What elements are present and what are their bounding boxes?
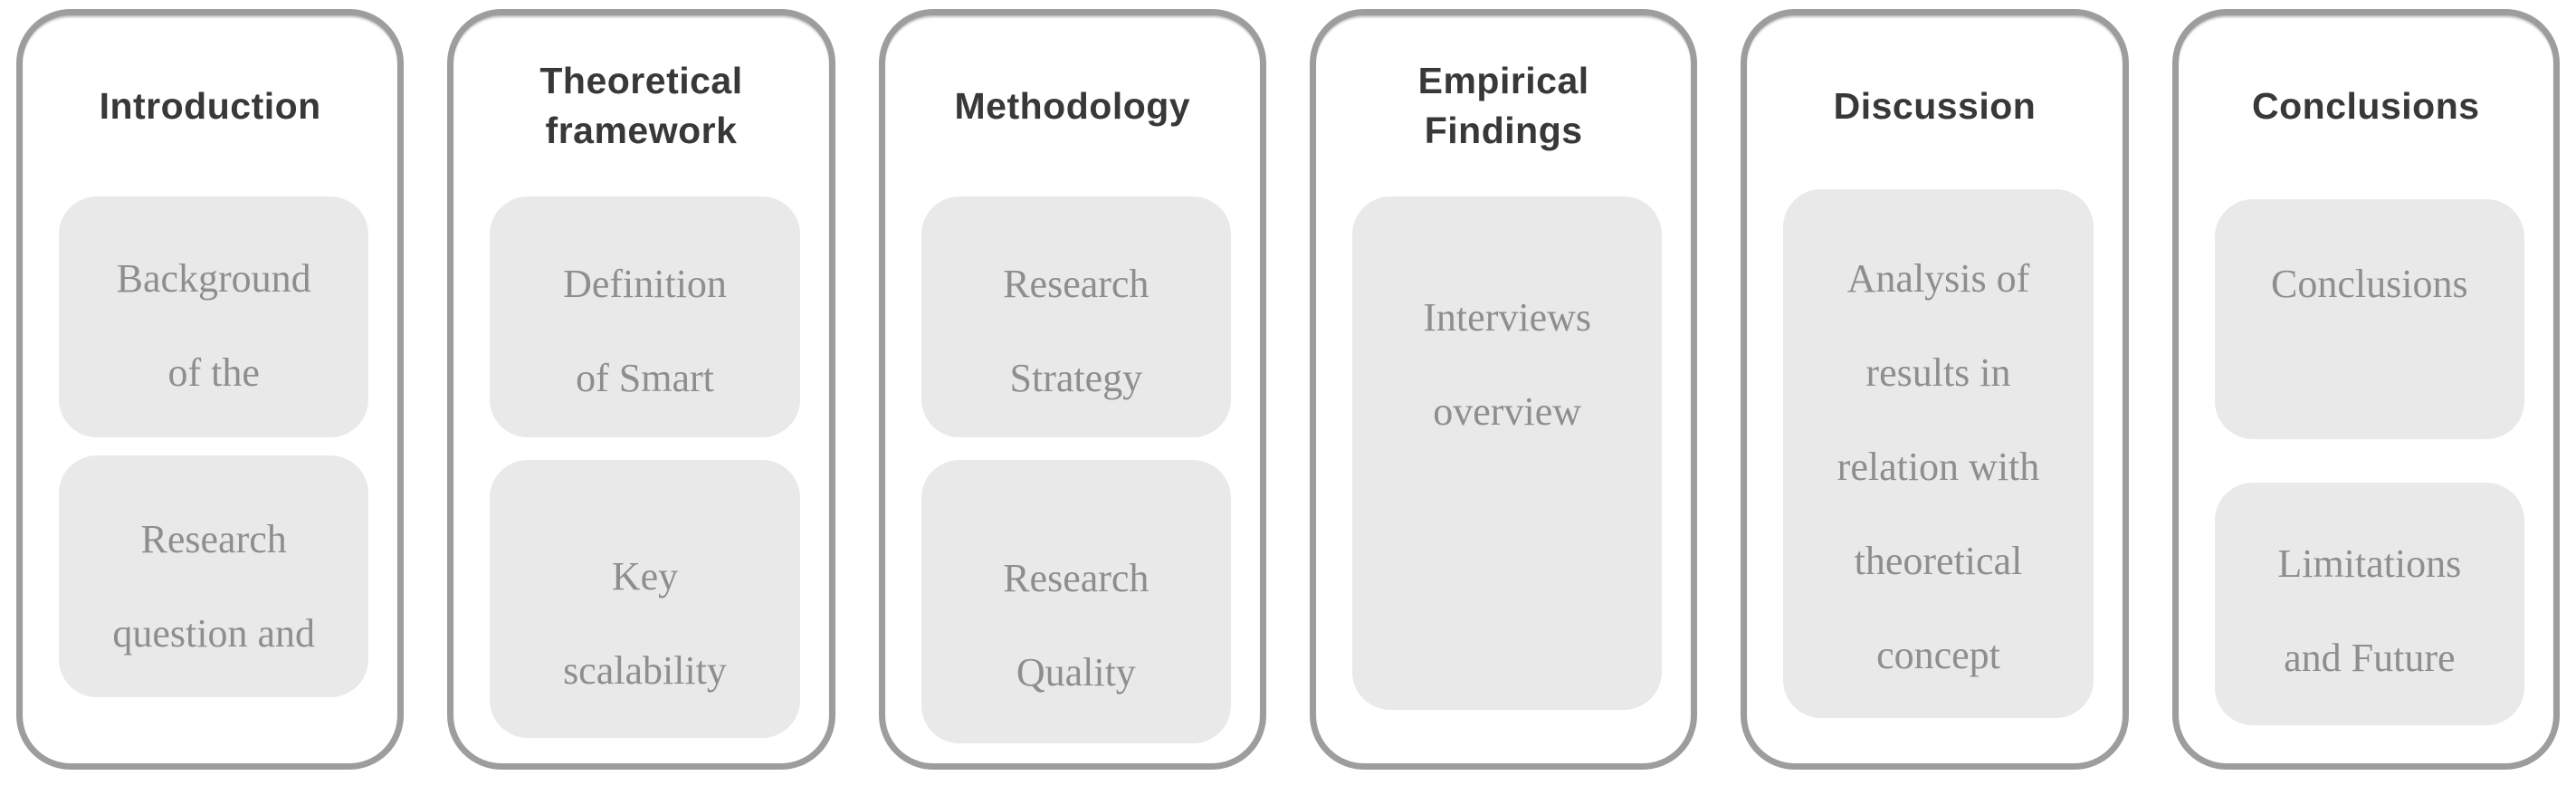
stage-box-line: Research: [140, 516, 287, 561]
stage-box-line: overview: [1433, 388, 1581, 434]
stage-title-line: Theoretical: [539, 60, 743, 101]
stage-box-line: Background: [116, 255, 311, 301]
stage-title-line: Conclusions: [2252, 84, 2480, 127]
stage-title-line: Findings: [1424, 110, 1583, 151]
stage-box-line: Analysis of: [1846, 255, 2030, 301]
stage-box-line: and Future: [2284, 635, 2456, 680]
stage-box-line: Conclusions: [2271, 261, 2468, 306]
stage-box-line: of Smart: [576, 355, 714, 400]
stage-box-line: of the: [167, 350, 260, 395]
stage-title-theoretical-framework: Theoretical framework: [453, 15, 828, 196]
stage-title-methodology: Methodology: [885, 15, 1260, 196]
stage-box: Conclusions: [2214, 199, 2524, 439]
stage-title-discussion: Discussion: [1747, 15, 2122, 196]
stage-box-line: Strategy: [1009, 355, 1143, 400]
stage-title-line: framework: [545, 110, 738, 151]
stage-title-line: Methodology: [954, 84, 1191, 127]
stage-box-line: Definition: [563, 261, 727, 306]
stage-box-line: Research: [1003, 261, 1150, 306]
stage-title-line: Empirical: [1417, 60, 1589, 101]
stage-title-conclusions: Conclusions: [2179, 15, 2553, 196]
stage-box-line: relation with: [1837, 444, 2040, 489]
stage-title-line: Introduction: [99, 84, 321, 127]
stage-box-line: question and: [112, 610, 315, 656]
stage-box-line: Key: [611, 553, 679, 599]
stage-box: Interviews overview: [1351, 196, 1663, 710]
stage-box: Key scalability: [490, 460, 800, 738]
stage-box: Definition of Smart: [490, 196, 800, 437]
stage-box-line: Research: [1003, 555, 1150, 600]
stage-title-line: Discussion: [1833, 84, 2037, 127]
stage-title-introduction: Introduction: [23, 15, 397, 196]
stage-box-line: Limitations: [2277, 541, 2462, 586]
stage-box: Analysis of results in relation with theore…: [1783, 189, 2094, 718]
stage-box-line: theoretical: [1854, 538, 2023, 583]
stage-box-line: Quality: [1016, 649, 1136, 694]
stage-box: Research question and: [59, 455, 369, 697]
stage-box-line: concept: [1876, 632, 2000, 677]
stage-box: Limitations and Future: [2214, 483, 2524, 725]
stage-box: Background of the: [59, 196, 369, 437]
stage-box-line: scalability: [563, 647, 727, 693]
stage-box-line: Interviews: [1423, 294, 1591, 340]
stage-box-line: results in: [1865, 350, 2011, 395]
